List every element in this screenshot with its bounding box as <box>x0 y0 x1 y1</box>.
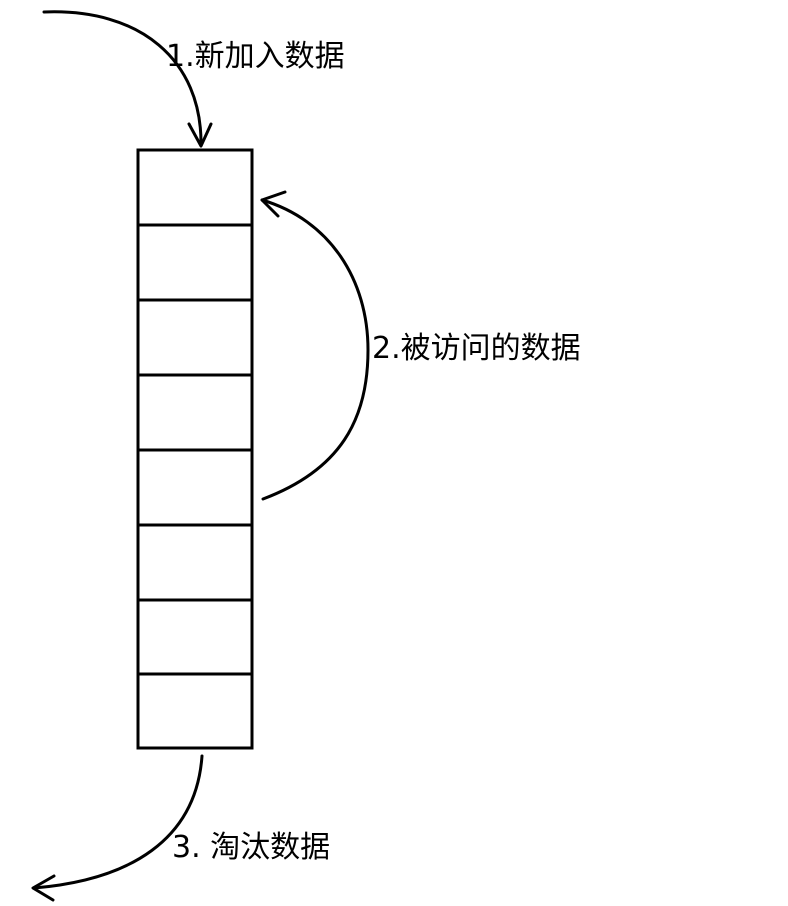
accessed-data-label: 2.被访问的数据 <box>372 331 581 366</box>
list-cell <box>136 448 254 527</box>
add-data-label: 1.新加入数据 <box>166 39 345 74</box>
list-cell <box>136 598 254 676</box>
list-cell <box>136 223 254 302</box>
list-cell <box>136 148 254 227</box>
list-cell <box>136 672 254 750</box>
evict-arrow <box>31 754 204 902</box>
cell-stack <box>136 148 254 750</box>
add-arrow <box>42 10 213 148</box>
list-cell <box>136 373 254 452</box>
list-cell <box>136 298 254 377</box>
list-cell <box>136 523 254 602</box>
access-arrow <box>260 190 370 501</box>
evict-data-label: 3. 淘汰数据 <box>172 830 330 865</box>
